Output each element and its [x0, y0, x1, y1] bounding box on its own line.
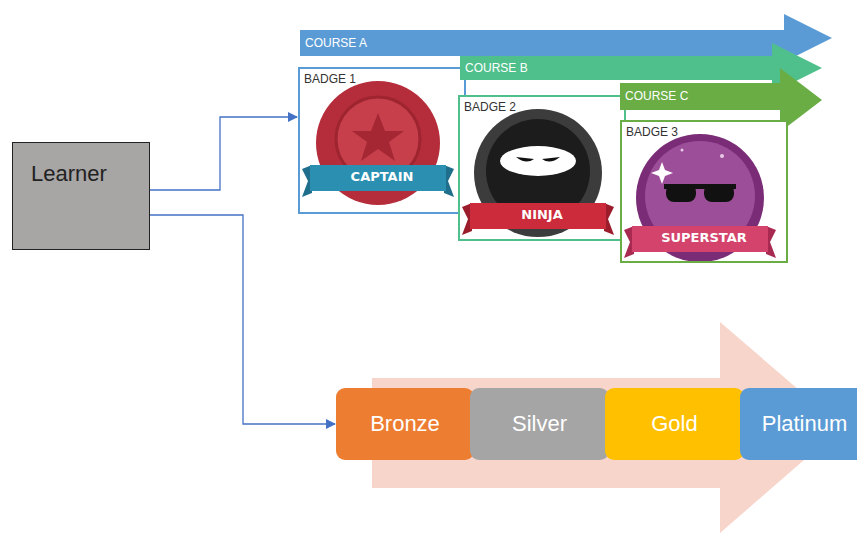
badge-banner-text: SUPERSTAR — [622, 230, 786, 245]
node-label: Silver — [470, 411, 609, 437]
badge-card: BADGE 1 CAPTAIN — [298, 67, 466, 214]
tier-box: Platinum — [740, 388, 857, 460]
connector-arrow — [150, 215, 335, 424]
badge-banner-text: CAPTAIN — [300, 169, 464, 184]
node-label: Gold — [605, 411, 744, 437]
node-label: COURSE B — [465, 61, 528, 75]
node-label: COURSE C — [625, 89, 688, 103]
badge-card: BADGE 2 NINJA — [458, 95, 626, 241]
course-band: COURSE A — [300, 14, 832, 62]
node-label: BADGE 3 — [626, 125, 678, 139]
connector-arrow — [150, 117, 297, 190]
node-label: Learner — [31, 161, 107, 187]
tier-box: Gold — [605, 388, 744, 460]
node-label: BADGE 2 — [464, 100, 516, 114]
node-label: BADGE 1 — [304, 72, 356, 86]
tier-box: Bronze — [336, 388, 474, 460]
badge-card: BADGE 3 SUPERSTAR — [620, 120, 788, 263]
tier-box: Silver — [470, 388, 609, 460]
learner-box: Learner — [12, 142, 150, 250]
course-band-shape — [300, 14, 832, 62]
node-label: Bronze — [336, 411, 474, 437]
badge-card-shape — [300, 69, 456, 212]
badge-banner-text: NINJA — [460, 207, 624, 222]
node-label: COURSE A — [305, 36, 367, 50]
node-label: Platinum — [740, 411, 857, 437]
